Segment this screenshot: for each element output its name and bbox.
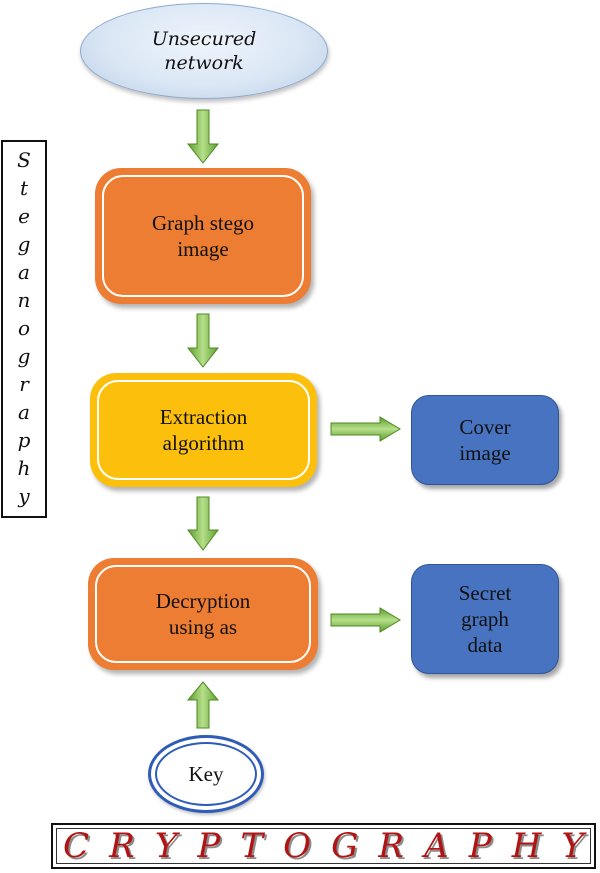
network-label-line-1: Unsecured [151, 28, 257, 50]
stego-letter: a [18, 260, 30, 284]
cryptography-banner: C R Y P T O G R A P H Y [51, 823, 596, 869]
arrow-extraction-to-cover [330, 416, 401, 442]
crypto-letter: H [511, 826, 542, 866]
stego-letter: S [17, 148, 31, 172]
extraction-label-line-2: algorithm [162, 431, 245, 455]
arrow-extraction-to-decryption [187, 496, 219, 551]
crypto-letter: Y [154, 826, 178, 866]
secret-graph-data-node: Secret graph data [411, 564, 559, 674]
graph-stego-label-line-2: image [177, 237, 229, 261]
stego-letter: y [18, 484, 30, 508]
graph-stego-label-line-1: Graph stego [151, 211, 255, 235]
crypto-letter: T [240, 826, 264, 866]
network-label-line-2: network [164, 52, 244, 74]
crypto-letter: R [378, 826, 404, 866]
stego-letter: e [18, 204, 30, 228]
stego-letter: g [17, 232, 31, 256]
extraction-label-line-1: Extraction [159, 405, 248, 429]
stego-letter: n [17, 288, 31, 312]
crypto-letter: Y [561, 826, 584, 866]
cover-label-line-1: Cover [459, 415, 511, 439]
unsecured-network-node: Unsecured network [80, 3, 328, 99]
decryption-label-line-1: Decryption [155, 589, 251, 613]
secret-label-line-2: graph [461, 607, 509, 631]
stego-letter: h [17, 456, 31, 480]
arrow-graph-to-extraction [186, 313, 220, 368]
crypto-letter: G [331, 826, 359, 866]
arrow-decryption-to-secret [330, 607, 401, 633]
key-node: Key [148, 735, 264, 813]
stego-letter: r [19, 372, 29, 396]
stego-letter: t [19, 176, 29, 200]
crypto-letter: A [424, 826, 449, 866]
steganography-side-label: S t e g a n o g r a p h y [1, 140, 47, 518]
crypto-letter: C [63, 826, 90, 866]
cover-image-node: Cover image [411, 395, 559, 485]
arrow-key-to-decryption [186, 681, 220, 729]
decryption-label-line-2: using as [168, 615, 238, 639]
decryption-node: Decryption using as [88, 558, 318, 670]
stego-letter: g [17, 344, 31, 368]
cover-label-line-2: image [459, 441, 511, 465]
secret-label-line-1: Secret [458, 581, 512, 605]
arrow-network-to-graph [186, 109, 220, 164]
crypto-letter: R [109, 826, 135, 866]
key-label: Key [188, 761, 224, 786]
stego-letter: a [18, 400, 30, 424]
extraction-algorithm-node: Extraction algorithm [90, 373, 317, 487]
stego-letter: p [17, 428, 31, 452]
graph-stego-image-node: Graph stego image [95, 168, 311, 304]
crypto-letter: P [197, 826, 221, 866]
crypto-letter: P [468, 826, 492, 866]
stego-letter: o [17, 316, 31, 340]
secret-label-line-3: data [467, 633, 503, 657]
crypto-letter: O [283, 826, 311, 866]
